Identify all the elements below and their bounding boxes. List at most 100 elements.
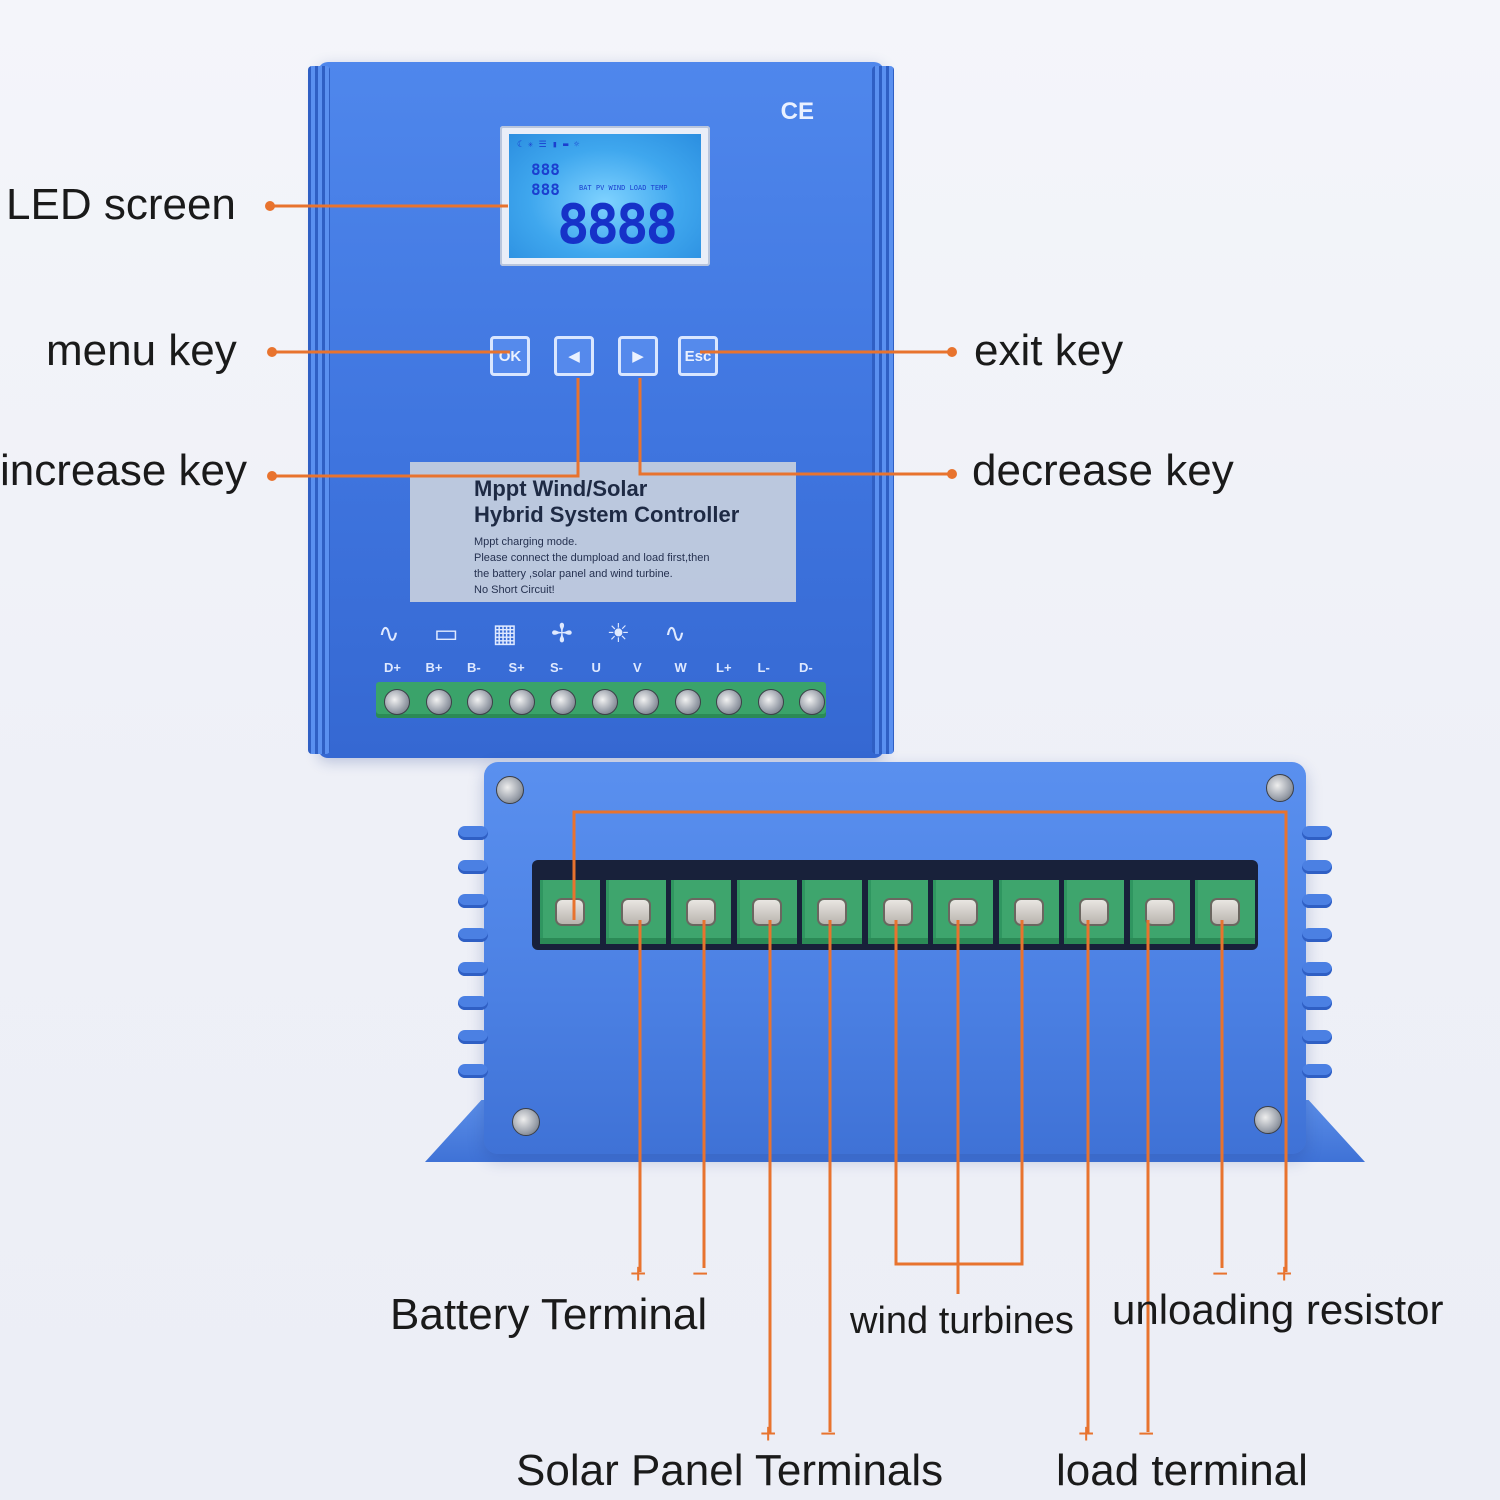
- unload-minus-mark: −: [1212, 1258, 1229, 1289]
- heatsink-fin-right: [872, 66, 894, 754]
- side-fin: [1302, 996, 1332, 1010]
- load-minus-mark: −: [1138, 1418, 1155, 1449]
- right-decrease-key[interactable]: ▶: [618, 336, 658, 376]
- terminal-contact: [819, 900, 845, 924]
- load-plus-mark: +: [1078, 1418, 1095, 1449]
- leader-dot: [267, 471, 277, 481]
- side-fin: [1302, 1030, 1332, 1044]
- lcd-bezel: ☾ ✳ ☰ ▮ ▬ ☼ 888 888 BAT PV WIND LOAD TEM…: [500, 126, 710, 266]
- side-fin: [458, 996, 488, 1010]
- terminal-label: S+: [508, 660, 525, 675]
- terminal-screw: [508, 689, 535, 715]
- side-fin: [458, 962, 488, 976]
- callout-battery-terminal: Battery Terminal: [390, 1290, 708, 1339]
- terminal-screw: [384, 689, 410, 715]
- solar-panel-icon: ▦: [492, 618, 551, 648]
- sticker-line: Mppt charging mode.: [474, 536, 578, 548]
- callout-decrease-key: decrease key: [972, 446, 1234, 495]
- side-fin: [1302, 962, 1332, 976]
- side-fin: [458, 1030, 488, 1044]
- product-sticker: Mppt Wind/Solar Hybrid System Controller…: [410, 462, 796, 602]
- left-increase-key[interactable]: ◀: [554, 336, 594, 376]
- bolt: [1266, 774, 1294, 802]
- side-fin: [458, 928, 488, 942]
- sticker-line: No Short Circuit!: [474, 584, 555, 596]
- bolt: [512, 1108, 540, 1136]
- terminal-label: D+: [384, 660, 401, 675]
- leader-dot: [265, 201, 275, 211]
- sticker-line: the battery ,solar panel and wind turbin…: [474, 568, 673, 580]
- terminal-label: B+: [425, 660, 443, 675]
- terminal-block: [671, 880, 731, 944]
- terminal-screw: [799, 689, 825, 715]
- callout-unloading-resistor: unloading resistor: [1112, 1286, 1444, 1333]
- unload-plus-mark: +: [1276, 1258, 1293, 1289]
- callout-menu-key: menu key: [46, 326, 237, 375]
- side-fin: [1302, 826, 1332, 840]
- battery-plus-mark: +: [630, 1258, 647, 1289]
- bolt: [1254, 1106, 1282, 1134]
- ce-mark: CE: [780, 98, 814, 125]
- terminal-block: [1129, 880, 1190, 944]
- controller-front-view: CE ☾ ✳ ☰ ▮ ▬ ☼ 888 888 BAT PV WIND LOAD …: [308, 62, 894, 758]
- sticker-title-line2: Hybrid System Controller: [474, 502, 740, 527]
- leader-dot: [947, 469, 957, 479]
- front-terminal-strip: [376, 682, 826, 718]
- solar-plus-mark: +: [760, 1418, 777, 1449]
- terminal-label: V: [633, 660, 642, 675]
- leader-increase-key: [272, 378, 580, 478]
- callout-solar-panel-terminals: Solar Panel Terminals: [516, 1446, 944, 1495]
- ok-menu-key[interactable]: OK: [490, 336, 530, 376]
- terminal-screw: [591, 689, 618, 715]
- side-fin: [458, 1064, 488, 1078]
- battery-minus-mark: −: [692, 1258, 709, 1289]
- heatsink-fin-left: [308, 66, 330, 754]
- terminal-contact: [1081, 900, 1107, 924]
- terminal-screw: [467, 689, 493, 715]
- terminal-screw: [757, 689, 784, 715]
- terminal-screw: [716, 689, 742, 715]
- callout-led-screen: LED screen: [6, 180, 236, 229]
- terminal-contact: [1146, 900, 1173, 924]
- terminal-block: [1064, 880, 1124, 944]
- terminal-block: [736, 880, 797, 944]
- resistor-icon: ∿: [378, 618, 434, 648]
- lcd-icon-row: ☾ ✳ ☰ ▮ ▬ ☼: [517, 140, 580, 150]
- callout-wind-turbines: wind turbines: [850, 1300, 1074, 1342]
- side-fin: [458, 826, 488, 840]
- leader-unload-plus: [572, 810, 1288, 1272]
- sticker-title-line1: Mppt Wind/Solar: [474, 476, 648, 501]
- terminal-screw: [674, 689, 701, 715]
- lamp-icon: ☀: [606, 618, 665, 648]
- terminal-contact: [688, 900, 714, 924]
- terminal-block: [1195, 880, 1255, 944]
- terminal-label: B-: [467, 660, 481, 675]
- side-fin: [1302, 1064, 1332, 1078]
- terminal-label: D-: [799, 660, 813, 675]
- lcd-small-digits-2: 888: [531, 180, 560, 199]
- lcd-big-digits: 8888: [557, 193, 678, 256]
- callout-exit-key: exit key: [974, 326, 1124, 375]
- terminal-label: L-: [757, 660, 770, 675]
- terminal-icons-row: ∿▭▦✢☀∿: [378, 618, 828, 649]
- terminal-contact: [753, 900, 780, 924]
- solar-minus-mark: −: [820, 1418, 837, 1449]
- terminal-label: S-: [550, 660, 563, 675]
- terminal-block: [605, 880, 666, 944]
- callout-increase-key: increase key: [0, 446, 248, 495]
- terminal-label: U: [591, 660, 601, 675]
- terminal-screw: [425, 689, 452, 715]
- terminal-block: [540, 880, 600, 944]
- terminal-label: L+: [716, 660, 732, 675]
- lcd-small-digits-1: 888: [531, 160, 560, 179]
- esc-exit-key[interactable]: Esc: [678, 336, 718, 376]
- terminal-screw: [550, 689, 576, 715]
- leader-decrease-key: [638, 378, 952, 476]
- side-fin: [458, 894, 488, 908]
- terminal-screw: [633, 689, 659, 715]
- terminal-block: [998, 880, 1059, 944]
- side-fin: [1302, 928, 1332, 942]
- terminal-contact: [1015, 900, 1042, 924]
- resistor-icon: ∿: [664, 618, 720, 648]
